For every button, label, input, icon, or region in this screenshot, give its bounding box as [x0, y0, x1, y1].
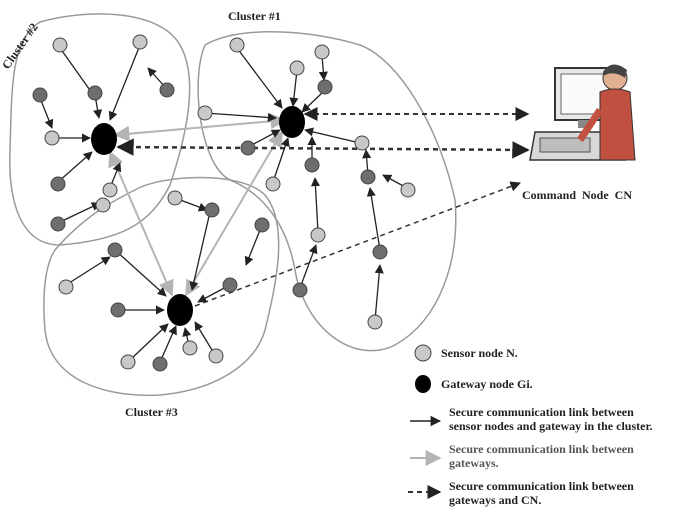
sensor-node [265, 176, 281, 192]
sensor-node [182, 340, 198, 356]
gateway-nodes [91, 106, 305, 326]
sensor-node [289, 60, 305, 76]
sensor-node [254, 217, 270, 233]
sensor-node [400, 182, 416, 198]
sensor-node [50, 216, 66, 232]
legend-sensor-link-text: Secure communication link between sensor… [449, 405, 653, 433]
command-node-label: Command Node CN [522, 188, 632, 202]
sensor-node [222, 277, 238, 293]
gateway-links [108, 113, 287, 297]
sensor-node [310, 227, 326, 243]
gateway-link [185, 130, 283, 297]
cn-link [116, 138, 530, 159]
sensor-node [120, 354, 136, 370]
sensor-node [354, 135, 370, 151]
sensor-node [197, 105, 213, 121]
sensor-node [32, 87, 48, 103]
sensor-nodes [32, 34, 416, 372]
sensor-node [314, 44, 330, 60]
cluster-3-label: Cluster #3 [125, 405, 178, 419]
gateway-link [108, 150, 174, 297]
sensor-node [95, 197, 111, 213]
sensor-node [58, 279, 74, 295]
cluster-2-label: Cluster #2 [0, 20, 41, 71]
sensor-node [208, 348, 224, 364]
sensor-node [317, 79, 333, 95]
sensor-node [240, 140, 256, 156]
sensor-node [204, 202, 220, 218]
sensor-node [50, 176, 66, 192]
sensor-node [372, 244, 388, 260]
legend-gateway-icon [415, 375, 431, 393]
sensor-node [292, 282, 308, 298]
sensor-node [110, 302, 126, 318]
cluster-1-label: Cluster #1 [228, 9, 281, 23]
gateway-node [167, 294, 193, 326]
cn-link [194, 181, 521, 307]
sensor-node [107, 242, 123, 258]
sensor-node [87, 85, 103, 101]
gateway-node [91, 123, 117, 155]
legend-sensor-text: Sensor node N. [441, 346, 518, 360]
sensor-node [367, 314, 383, 330]
gateway-node [279, 106, 305, 138]
sensor-node [304, 157, 320, 173]
sensor-node [102, 182, 118, 198]
sensor-node [360, 169, 376, 185]
legend-sensor-icon [414, 344, 432, 362]
cluster-1-outline [197, 31, 457, 352]
sensor-node [229, 37, 245, 53]
sensor-node [167, 190, 183, 206]
sensor-node [132, 34, 148, 50]
operator-person-icon [577, 64, 636, 161]
command-node-computer-icon [529, 64, 636, 161]
legend-gateway-text: Gateway node Gi. [441, 377, 533, 391]
legend [408, 344, 442, 499]
gateway-link [113, 113, 287, 142]
legend-gateway-link-text: Secure communication link between gatewa… [449, 442, 634, 470]
sensor-node [52, 37, 68, 53]
sensor-node [44, 130, 60, 146]
sensor-node [159, 82, 175, 98]
sensor-node [152, 356, 168, 372]
legend-cn-link-text: Secure communication link between gatewa… [449, 479, 634, 507]
cn-links [116, 107, 530, 307]
